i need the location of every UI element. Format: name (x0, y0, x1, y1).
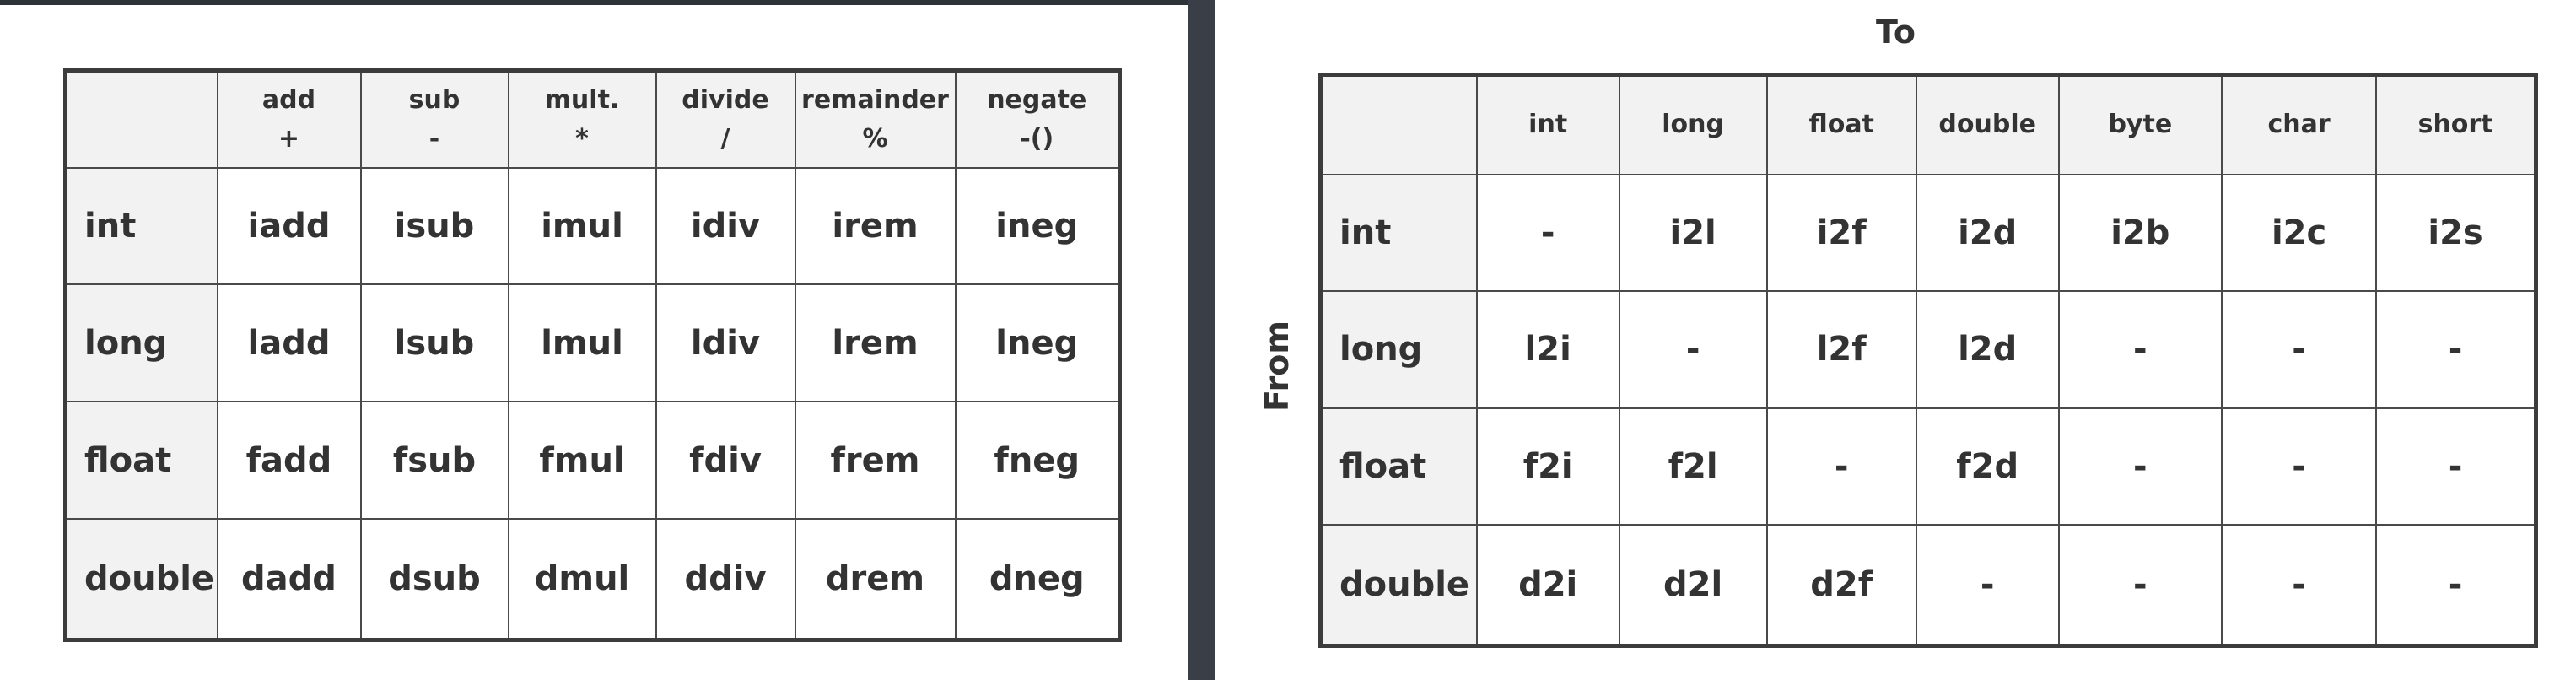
table-cell: - (2375, 407, 2537, 526)
conv-col-byte: byte (2057, 73, 2223, 175)
table-cell: - (2375, 524, 2537, 647)
table-cell: - (1915, 524, 2060, 647)
table-cell: lmul (507, 283, 657, 403)
table-cell: ddiv (655, 518, 796, 641)
table-cell: imul (507, 166, 657, 286)
table-cell: - (2220, 407, 2378, 526)
conv-col-float: float (1765, 73, 1917, 175)
row-header: float (64, 401, 218, 521)
table-cell: ineg (954, 166, 1121, 286)
conv-col-short: short (2375, 73, 2537, 175)
arith-col-add: add+ (216, 69, 362, 169)
table-cell: fadd (216, 401, 362, 521)
table-cell: ldiv (655, 283, 796, 403)
conversion-panel: To From int long float double byte char … (1215, 0, 2576, 680)
row-header: double (64, 518, 218, 641)
table-row: long l2i - l2f l2d - - - (1319, 290, 2537, 409)
table-cell: iadd (216, 166, 362, 286)
arithmetic-corner-cell (64, 69, 218, 169)
conv-col-int: int (1475, 73, 1620, 175)
row-header: long (64, 283, 218, 403)
table-cell: d2f (1765, 524, 1917, 647)
arith-col-remainder: remainder% (794, 69, 957, 169)
table-row: int iadd isub imul idiv irem ineg (64, 166, 1121, 286)
table-row: int - i2l i2f i2d i2b i2c i2s (1319, 173, 2537, 293)
table-cell: - (1475, 173, 1620, 293)
table-cell: - (1765, 407, 1917, 526)
conv-col-double: double (1915, 73, 2060, 175)
table-cell: f2l (1618, 407, 1768, 526)
table-row: float fadd fsub fmul fdiv frem fneg (64, 401, 1121, 521)
conv-col-long: long (1618, 73, 1768, 175)
table-cell: l2f (1765, 290, 1917, 409)
table-cell: f2d (1915, 407, 2060, 526)
arith-col-sub: sub- (359, 69, 509, 169)
table-cell: - (2375, 290, 2537, 409)
table-cell: dadd (216, 518, 362, 641)
table-row: long ladd lsub lmul ldiv lrem lneg (64, 283, 1121, 403)
table-cell: - (2057, 524, 2223, 647)
table-cell: - (2057, 290, 2223, 409)
table-row: float f2i f2l - f2d - - - (1319, 407, 2537, 526)
arithmetic-panel: add+ sub- mult.* divide/ remainder% nega… (0, 0, 1188, 680)
table-cell: i2c (2220, 173, 2378, 293)
table-cell: fsub (359, 401, 509, 521)
table-cell: fmul (507, 401, 657, 521)
table-cell: lneg (954, 283, 1121, 403)
table-cell: f2i (1475, 407, 1620, 526)
to-axis-label: To (1876, 13, 1916, 51)
conversion-header-row: int long float double byte char short (1319, 73, 2537, 175)
table-cell: idiv (655, 166, 796, 286)
table-cell: - (1618, 290, 1768, 409)
table-cell: drem (794, 518, 957, 641)
table-cell: i2b (2057, 173, 2223, 293)
table-row: double d2i d2l d2f - - - - (1319, 524, 2537, 647)
arithmetic-header-row: add+ sub- mult.* divide/ remainder% nega… (64, 69, 1121, 169)
conversion-corner-cell (1319, 73, 1478, 175)
table-cell: dneg (954, 518, 1121, 641)
table-row: double dadd dsub dmul ddiv drem dneg (64, 518, 1121, 641)
table-cell: dmul (507, 518, 657, 641)
table-cell: d2l (1618, 524, 1768, 647)
table-cell: - (2220, 524, 2378, 647)
table-cell: lrem (794, 283, 957, 403)
table-cell: dsub (359, 518, 509, 641)
table-cell: frem (794, 401, 957, 521)
from-axis-label: From (1258, 321, 1296, 412)
table-cell: fneg (954, 401, 1121, 521)
table-cell: lsub (359, 283, 509, 403)
conv-col-char: char (2220, 73, 2378, 175)
arithmetic-opcode-table: add+ sub- mult.* divide/ remainder% nega… (63, 68, 1122, 642)
arith-col-mult: mult.* (507, 69, 657, 169)
table-cell: isub (359, 166, 509, 286)
table-cell: i2f (1765, 173, 1917, 293)
arith-col-negate: negate-() (954, 69, 1121, 169)
table-cell: irem (794, 166, 957, 286)
conversion-opcode-table: int long float double byte char short in… (1318, 73, 2538, 648)
table-cell: ladd (216, 283, 362, 403)
row-header: long (1319, 290, 1478, 409)
row-header: float (1319, 407, 1478, 526)
table-cell: i2s (2375, 173, 2537, 293)
table-cell: - (2220, 290, 2378, 409)
table-cell: i2l (1618, 173, 1768, 293)
row-header: double (1319, 524, 1478, 647)
table-cell: l2d (1915, 290, 2060, 409)
row-header: int (64, 166, 218, 286)
arith-col-divide: divide/ (655, 69, 796, 169)
table-cell: i2d (1915, 173, 2060, 293)
table-cell: d2i (1475, 524, 1620, 647)
table-cell: fdiv (655, 401, 796, 521)
table-cell: - (2057, 407, 2223, 526)
table-cell: l2i (1475, 290, 1620, 409)
row-header: int (1319, 173, 1478, 293)
